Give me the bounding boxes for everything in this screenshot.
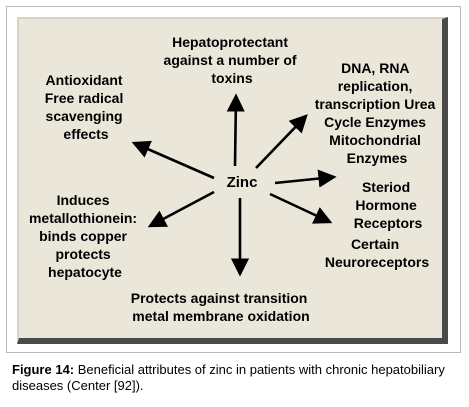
diagram-panel [17, 17, 448, 344]
figure-caption: Figure 14: Beneficial attributes of zinc… [12, 362, 458, 394]
arrow-to-antioxidant [131, 140, 215, 180]
node-antioxidant: Antioxidant Free radical scavenging effe… [45, 72, 128, 142]
arrow-to-dna-replication [255, 114, 308, 169]
node-line: toxins [211, 70, 252, 86]
node-steroid-receptors: Steriod Hormone Receptors [354, 179, 423, 231]
node-line: Antioxidant [46, 72, 123, 88]
node-line: Steriod [362, 179, 410, 195]
node-dna-replication: DNA, RNA replication, transcription Urea… [315, 60, 439, 166]
zinc-center-label: Zinc [227, 174, 258, 191]
node-line: Receptors [354, 215, 423, 231]
node-line: Protects against transition [131, 290, 308, 306]
node-line: binds copper [39, 228, 127, 244]
node-line: Mitochondrial [329, 132, 421, 148]
arrow-to-neuroreceptors [269, 192, 333, 224]
arrow-to-hepatoprotectant [226, 93, 245, 167]
figure-frame [6, 6, 461, 353]
node-line: Hormone [355, 197, 417, 213]
node-line: Hepatoprotectant [172, 34, 288, 50]
node-line: protects [55, 246, 110, 262]
node-line: Induces [57, 192, 110, 208]
arrows [131, 93, 337, 277]
node-line: metal membrane oxidation [132, 308, 309, 324]
node-line: DNA, RNA [341, 60, 409, 76]
node-line: replication, [338, 78, 413, 94]
node-metallothionein: Induces metallothionein: binds copper pr… [29, 192, 141, 280]
node-line: Free radical [45, 90, 124, 106]
caption-label: Figure 14: [12, 362, 75, 377]
node-line: Neuroreceptors [325, 254, 429, 270]
node-line: metallothionein: [29, 210, 137, 226]
node-line: transcription Urea [315, 96, 436, 112]
node-membrane-oxidation: Protects against transition metal membra… [131, 290, 311, 324]
node-line: Enzymes [347, 150, 408, 166]
node-line: hepatocyte [48, 264, 122, 280]
node-line: against a number of [164, 52, 297, 68]
node-hepatoprotectant: Hepatoprotectant against a number of tox… [164, 34, 301, 86]
node-line: Cycle Enzymes [324, 114, 426, 130]
node-line: scavenging [46, 108, 123, 124]
node-neuroreceptors: Certain Neuroreceptors [325, 236, 429, 270]
arrow-to-metallothionein [147, 190, 215, 228]
arrow-to-steroid-receptors [274, 169, 337, 188]
node-line: Certain [351, 236, 399, 252]
node-line: effects [63, 126, 108, 142]
caption-text: Beneficial attributes of zinc in patient… [12, 362, 445, 393]
